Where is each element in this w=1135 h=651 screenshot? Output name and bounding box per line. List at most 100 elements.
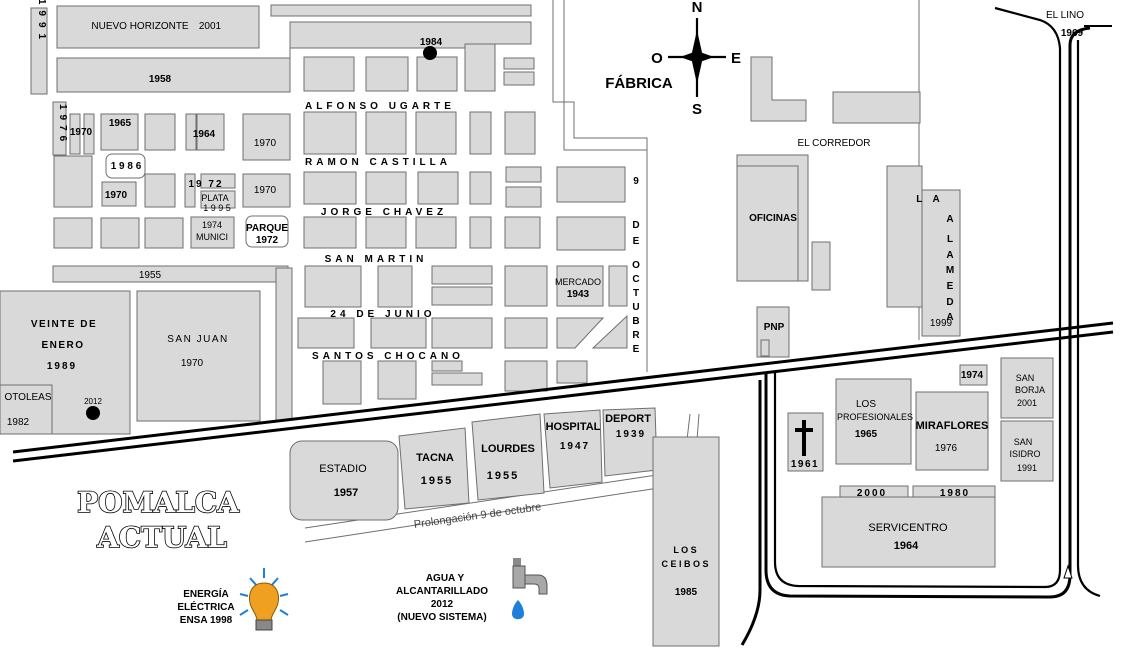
label-san-borja-year: 2001 bbox=[1017, 398, 1037, 408]
compass-rose-icon bbox=[668, 18, 726, 97]
label-1970-d: 1970 bbox=[254, 185, 277, 196]
svg-text:ELÉCTRICA: ELÉCTRICA bbox=[177, 600, 234, 613]
label-estadio: ESTADIO bbox=[319, 463, 367, 475]
label-1974: 1974 bbox=[961, 370, 984, 381]
svg-text:(NUEVO SISTEMA): (NUEVO SISTEMA) bbox=[397, 612, 486, 623]
label-lourdes-year: 1955 bbox=[487, 470, 519, 482]
label-fabrica: FÁBRICA bbox=[605, 75, 673, 92]
svg-text:2012: 2012 bbox=[431, 599, 454, 610]
label-mercado-year: 1943 bbox=[567, 289, 590, 300]
svg-text:D: D bbox=[632, 220, 639, 231]
label-1976-vertical: 1976 bbox=[57, 104, 68, 146]
label-san-juan-year: 1970 bbox=[181, 358, 204, 369]
label-miraflores-year: 1976 bbox=[935, 443, 958, 454]
label-san-isidro-1: SAN bbox=[1014, 437, 1033, 447]
label-tacna-year: 1955 bbox=[421, 475, 453, 487]
label-hospital-year: 1947 bbox=[560, 441, 590, 452]
label-los-profesionales-year: 1965 bbox=[855, 429, 878, 440]
label-mercado: MERCADO bbox=[555, 277, 601, 287]
west-blocks bbox=[0, 4, 532, 435]
svg-text:AGUA Y: AGUA Y bbox=[426, 573, 465, 584]
svg-text:ENERGÍA: ENERGÍA bbox=[183, 587, 229, 600]
label-otoleas: OTOLEAS bbox=[4, 392, 51, 403]
svg-text:ENSA 1998: ENSA 1998 bbox=[180, 615, 233, 626]
label-plata: PLATA bbox=[201, 193, 228, 203]
svg-text:U: U bbox=[632, 302, 639, 313]
label-parque: PARQUE bbox=[246, 223, 288, 234]
label-2000: 2000 bbox=[857, 488, 887, 499]
label-el-lino: EL LINO bbox=[1046, 10, 1084, 21]
label-munici: MUNICI bbox=[196, 232, 228, 242]
label-estadio-year: 1957 bbox=[334, 487, 358, 499]
map-title-line-2: ACTUAL bbox=[96, 521, 227, 554]
label-veinte-enero-1: VEINTE DE bbox=[31, 319, 97, 330]
label-1984: 1984 bbox=[420, 37, 443, 48]
label-la-alameda: L A A L A M E D A bbox=[916, 194, 954, 323]
svg-text:B: B bbox=[632, 316, 639, 327]
label-nuevo-horizonte: NUEVO HORIZONTE bbox=[91, 21, 189, 32]
street-24-de-junio: 24 DE JUNIO bbox=[330, 309, 435, 320]
cross-icon bbox=[795, 420, 813, 456]
label-lourdes: LOURDES bbox=[481, 443, 535, 455]
svg-text:A: A bbox=[946, 312, 953, 323]
label-tacna: TACNA bbox=[416, 452, 454, 464]
south-blocks bbox=[289, 407, 720, 647]
label-veinte-enero-year: 1989 bbox=[47, 361, 77, 372]
label-san-borja-2: BORJA bbox=[1015, 385, 1045, 395]
water-tap-icon bbox=[512, 558, 548, 620]
compass-south: S bbox=[692, 101, 702, 118]
label-munici-year: 1974 bbox=[202, 220, 222, 230]
label-1964-a: 1964 bbox=[193, 129, 216, 140]
svg-text:D: D bbox=[946, 297, 953, 308]
label-miraflores: MIRAFLORES bbox=[916, 420, 989, 432]
label-1980: 1980 bbox=[940, 488, 970, 499]
label-san-isidro-2: ISIDRO bbox=[1009, 449, 1040, 459]
label-parque-year: 1972 bbox=[256, 235, 279, 246]
street-ramon-castilla: RAMON CASTILLA bbox=[305, 157, 451, 168]
compass-west: O bbox=[651, 50, 663, 67]
compass-east: E bbox=[731, 50, 741, 67]
legend-energia: ENERGÍA ELÉCTRICA ENSA 1998 bbox=[177, 587, 234, 626]
label-el-lino-year: 1969 bbox=[1061, 28, 1084, 39]
svg-text:9: 9 bbox=[633, 176, 639, 187]
east-blocks bbox=[787, 357, 1054, 568]
label-oficinas: OFICINAS bbox=[749, 213, 797, 224]
svg-text:R: R bbox=[632, 330, 640, 341]
svg-text:E: E bbox=[947, 281, 954, 292]
svg-text:A: A bbox=[946, 250, 953, 261]
label-deport: DEPORT bbox=[605, 413, 651, 425]
street-alfonso-ugarte: ALFONSO UGARTE bbox=[305, 101, 455, 112]
svg-text:M: M bbox=[946, 265, 954, 276]
label-veinte-enero-2: ENERO bbox=[41, 340, 84, 351]
svg-text:O: O bbox=[632, 260, 640, 271]
compass-north: N bbox=[692, 0, 703, 16]
label-san-juan: SAN JUAN bbox=[167, 334, 228, 345]
svg-text:C: C bbox=[632, 274, 639, 285]
svg-text:A: A bbox=[946, 214, 953, 225]
label-los-ceibos-1: L O S bbox=[673, 545, 696, 555]
map-title-line-1: POMALCA bbox=[77, 486, 240, 519]
label-el-corredor: EL CORREDOR bbox=[798, 138, 871, 149]
label-plata-year: 1 9 9 5 bbox=[203, 203, 231, 213]
svg-text:T: T bbox=[633, 288, 639, 299]
landmark-dot-1984 bbox=[423, 46, 437, 60]
label-san-borja-1: SAN bbox=[1016, 373, 1035, 383]
main-roads bbox=[12, 6, 1114, 646]
label-san-isidro-year: 1991 bbox=[1017, 463, 1037, 473]
label-1955-strip: 1955 bbox=[139, 270, 162, 281]
label-los-ceibos-year: 1985 bbox=[675, 587, 698, 598]
label-los-ceibos-2: C E I B O S bbox=[661, 559, 708, 569]
street-jorge-chavez: JORGE CHAVEZ bbox=[321, 207, 447, 218]
label-otoleas-year: 1982 bbox=[7, 417, 30, 428]
street-santos-chocano: SANTOS CHOCANO bbox=[312, 351, 464, 362]
label-hospital: HOSPITAL bbox=[546, 421, 601, 433]
label-servicentro-year: 1964 bbox=[894, 540, 919, 552]
label-1970-b: 1970 bbox=[254, 138, 277, 149]
label-1965: 1965 bbox=[109, 118, 132, 129]
label-los-profesionales-1: LOS bbox=[856, 399, 876, 410]
label-1958: 1958 bbox=[149, 74, 172, 85]
label-deport-year: 1939 bbox=[616, 429, 646, 440]
label-pnp: PNP bbox=[764, 322, 785, 333]
label-1986: 1 9 8 6 bbox=[111, 161, 142, 172]
